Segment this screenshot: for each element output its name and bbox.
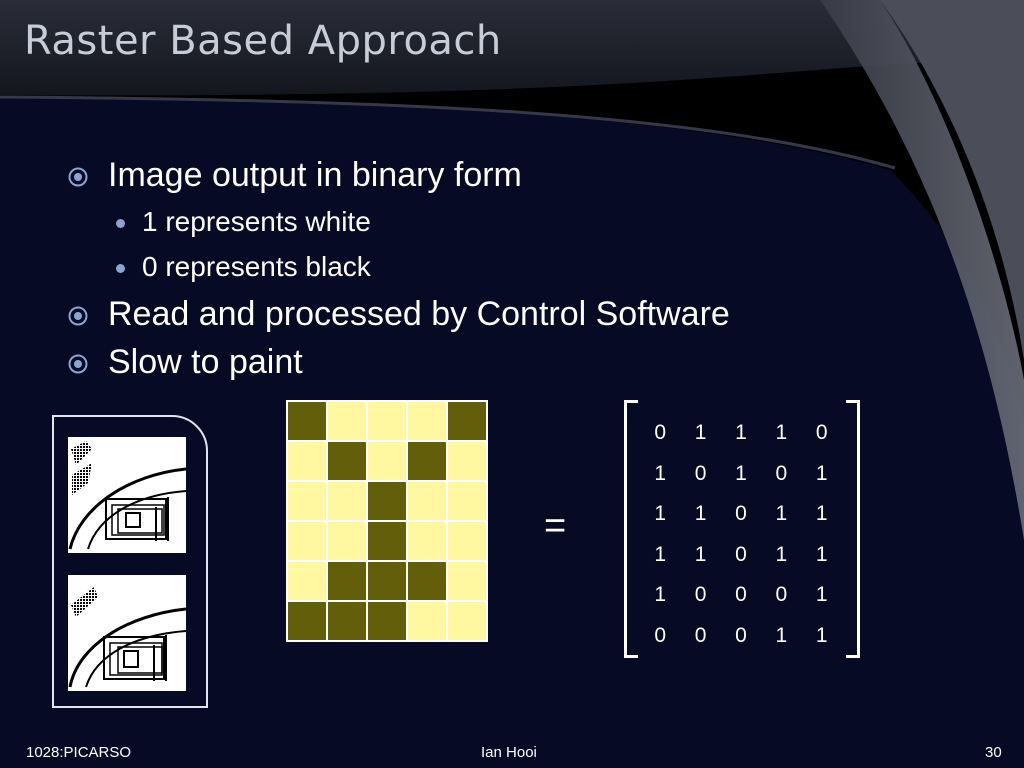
bullet-control-software: Read and processed by Control Software [108, 295, 730, 333]
matrix-value: 0 [735, 623, 747, 647]
matrix-value: 0 [694, 583, 707, 607]
grid-cell [407, 561, 447, 601]
grid-cell [407, 601, 447, 641]
grid-cell [327, 441, 367, 481]
sub-bullet-white: 1 represents white [142, 206, 371, 237]
grid-cell [367, 601, 407, 641]
matrix-value: 1 [654, 502, 667, 526]
dot-bullet-icon [116, 264, 125, 273]
raster-image-thumbnail [68, 437, 186, 553]
matrix-value: 0 [735, 502, 747, 526]
matrix-value: 1 [735, 421, 747, 444]
matrix-value: 0 [694, 623, 707, 647]
matrix-value: 1 [775, 502, 788, 526]
matrix-left-bracket [624, 400, 638, 658]
grid-cell [327, 481, 367, 521]
grid-cell [367, 561, 407, 601]
footer-course-code: 1028:PICARSO [26, 744, 132, 761]
matrix-value: 1 [775, 421, 788, 444]
grid-cell [327, 561, 367, 601]
matrix-value: 1 [735, 461, 747, 485]
equals-sign: = [544, 505, 567, 547]
grid-cell [287, 401, 327, 441]
grid-cell [447, 481, 487, 521]
matrix-value: 1 [654, 542, 667, 566]
footer-author: Ian Hooi [481, 744, 537, 761]
matrix-value: 1 [815, 542, 828, 566]
grid-cell [407, 441, 447, 481]
grid-cell [287, 481, 327, 521]
matrix-value: 0 [735, 542, 747, 566]
matrix-value: 1 [815, 502, 828, 526]
grid-cell [367, 401, 407, 441]
matrix-value: 1 [694, 542, 707, 566]
matrix-value: 0 [775, 461, 788, 485]
slide-title: Raster Based Approach [24, 18, 502, 64]
matrix-value: 0 [654, 623, 667, 647]
grid-cell [287, 561, 327, 601]
grid-cell [407, 481, 447, 521]
grid-cell [407, 521, 447, 561]
grid-cell [367, 481, 407, 521]
dot-bullet-icon [116, 219, 125, 228]
grid-cell [447, 441, 487, 481]
grid-cell [327, 401, 367, 441]
sub-bullet-black: 0 represents black [142, 251, 371, 282]
bullet-slow-to-paint: Slow to paint [108, 343, 303, 381]
matrix-value: 0 [775, 583, 788, 607]
matrix-value: 1 [694, 421, 707, 444]
grid-cell [407, 401, 447, 441]
grid-cell [367, 521, 407, 561]
grid-cell [447, 401, 487, 441]
footer-page-number: 30 [985, 744, 1002, 761]
matrix-value: 1 [775, 623, 788, 647]
grid-cell [327, 521, 367, 561]
binary-matrix: 0 1 1 1 0 1 0 1 0 1 1 1 0 1 1 1 1 0 1 1 1 0 0 0 1 0 0 0 1 1 [640, 413, 842, 657]
grid-cell [287, 521, 327, 561]
binary-pixel-grid [286, 400, 488, 642]
matrix-value: 0 [694, 461, 707, 485]
grid-cell [287, 441, 327, 481]
matrix-value: 1 [694, 502, 707, 526]
matrix-value: 0 [735, 583, 747, 607]
matrix-value: 1 [815, 623, 828, 647]
matrix-value: 0 [815, 421, 828, 444]
matrix-value: 0 [654, 421, 667, 444]
grid-cell [447, 601, 487, 641]
matrix-value: 1 [654, 583, 667, 607]
grid-cell [447, 521, 487, 561]
grid-cell [287, 601, 327, 641]
matrix-value: 1 [815, 461, 828, 485]
grid-cell [447, 561, 487, 601]
matrix-value: 1 [654, 461, 667, 485]
grid-cell [327, 601, 367, 641]
circled-dot-bullet-icon [68, 306, 88, 326]
circled-dot-bullet-icon [68, 167, 88, 187]
bullet-binary-form: Image output in binary form [108, 156, 522, 194]
matrix-right-bracket [846, 400, 860, 658]
raster-thumbnail-frame [52, 415, 208, 708]
circled-dot-bullet-icon [68, 354, 88, 374]
grid-cell [367, 441, 407, 481]
matrix-value: 1 [775, 542, 788, 566]
raster-image-thumbnail [68, 575, 186, 691]
matrix-value: 1 [815, 583, 828, 607]
